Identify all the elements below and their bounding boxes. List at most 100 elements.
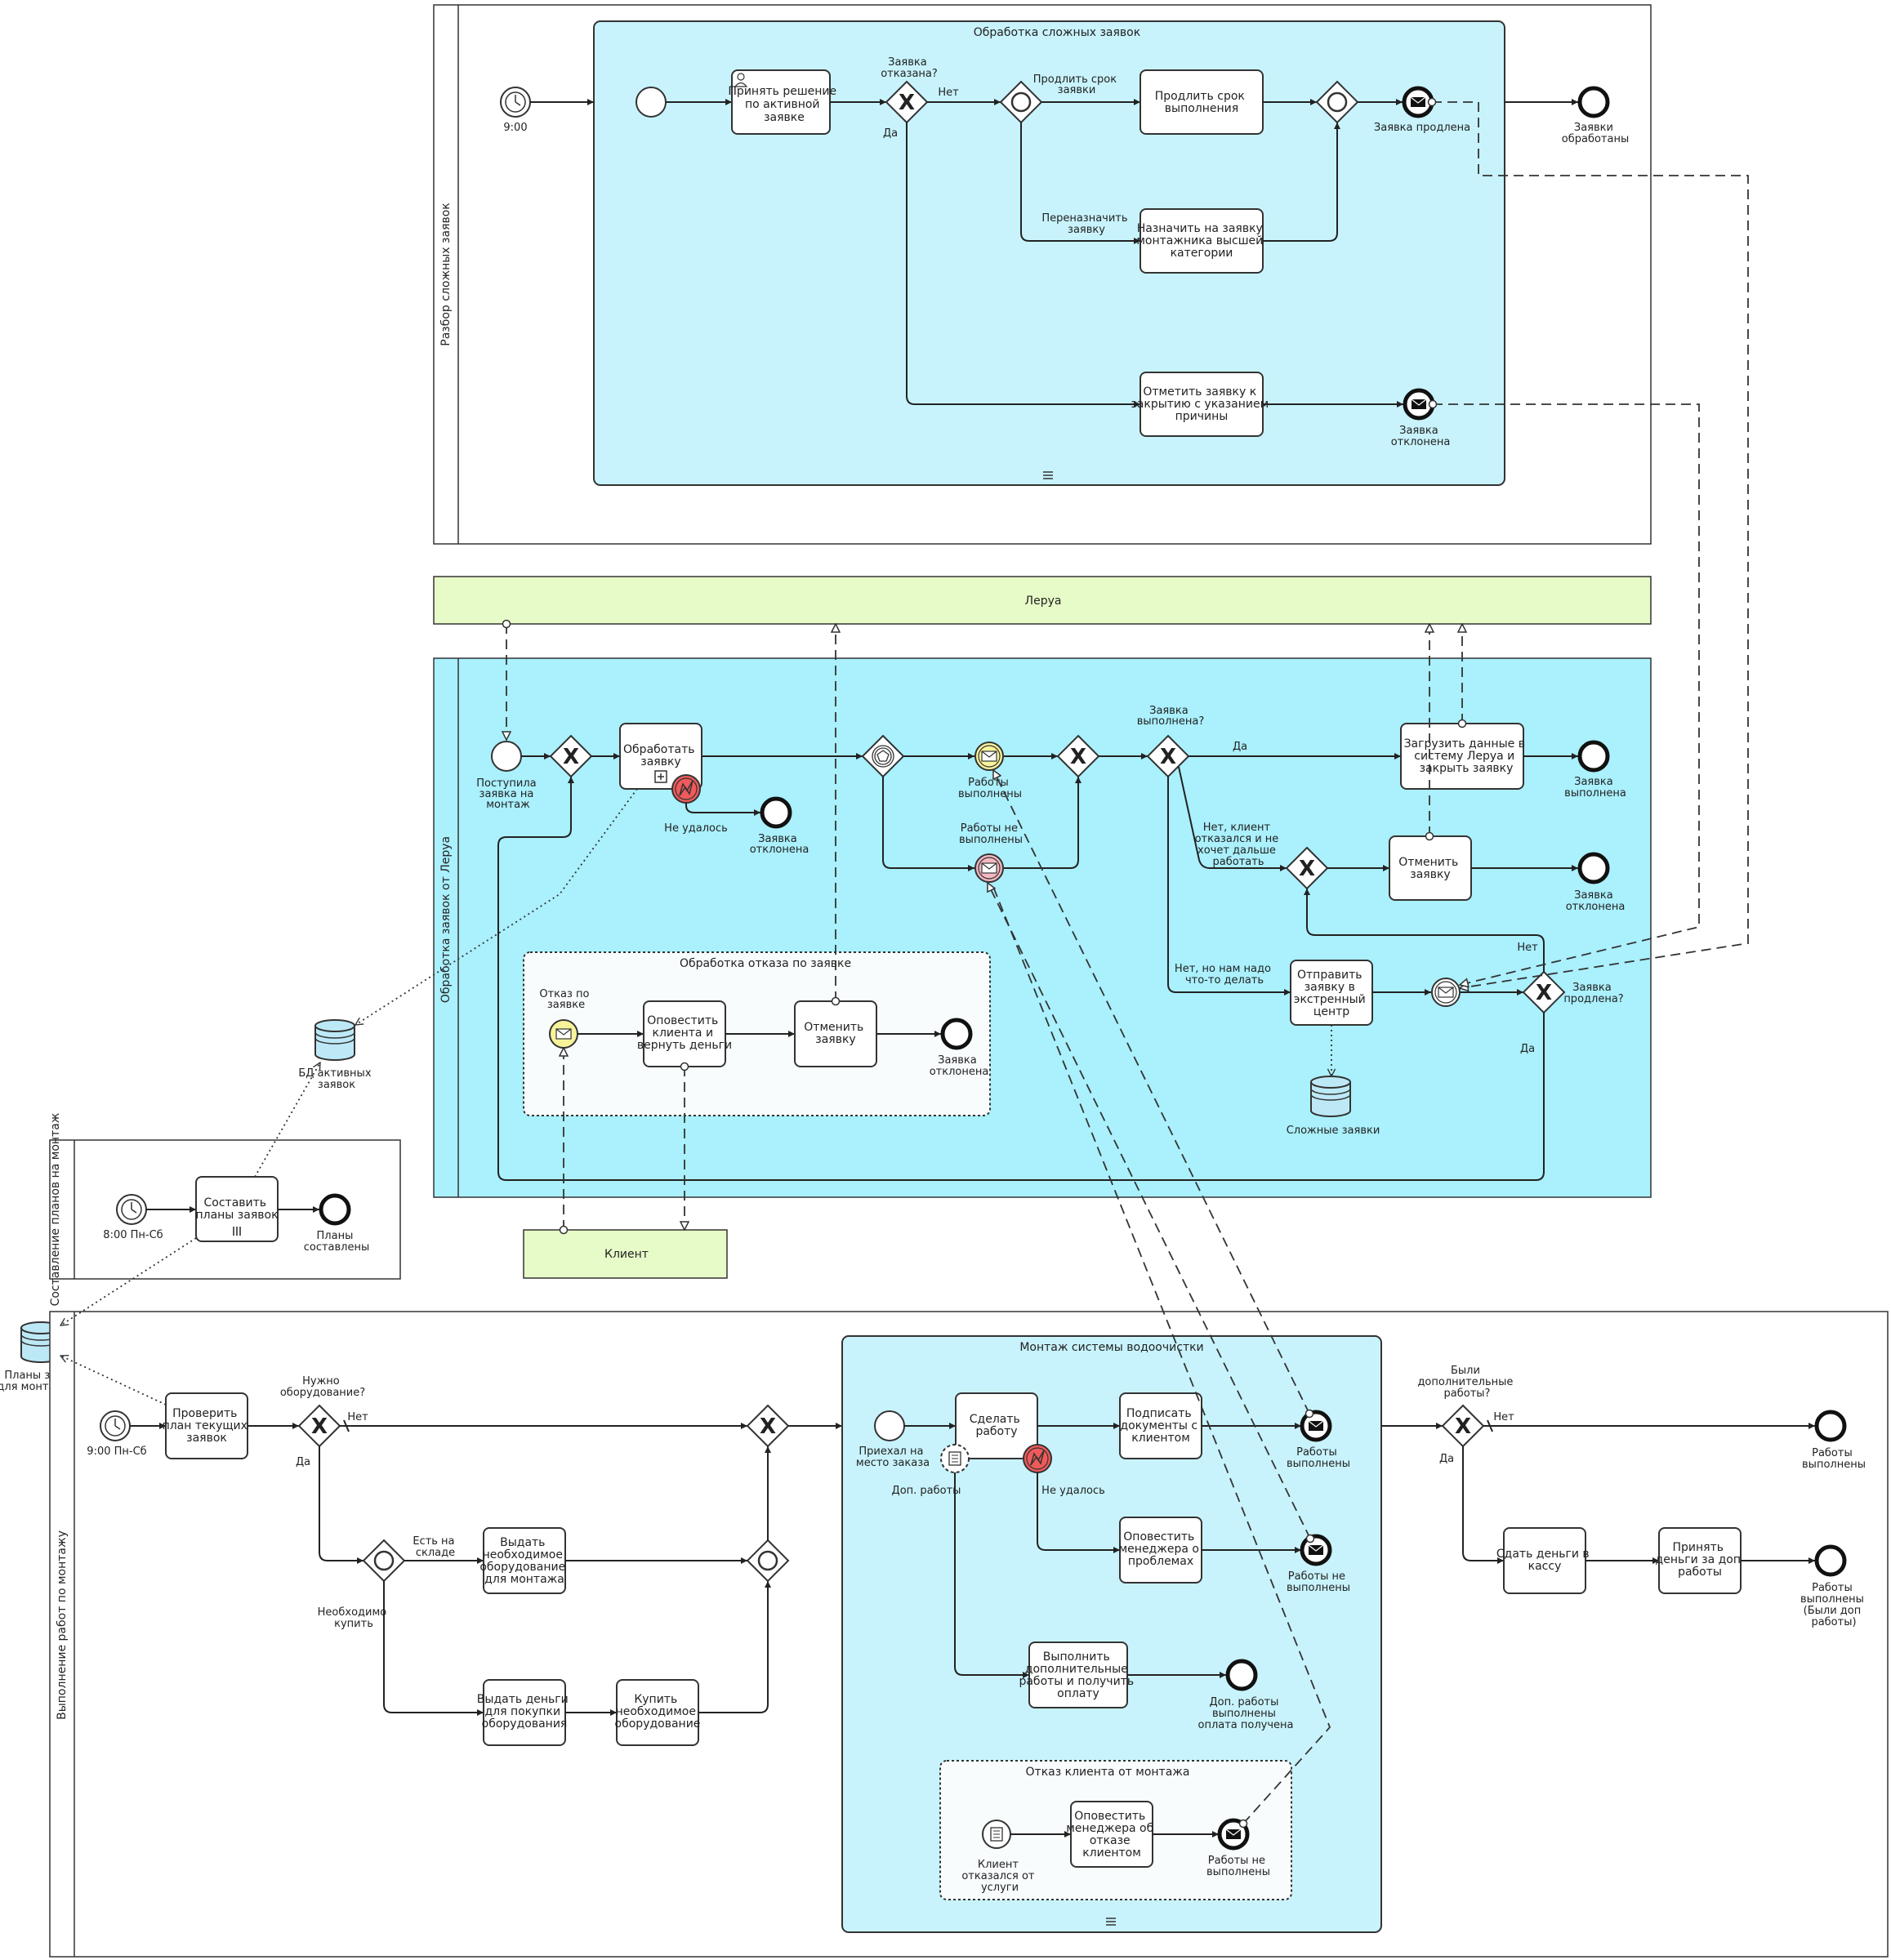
end-order-rejected2[interactable] [1577, 852, 1610, 884]
default-flow-marker [343, 1419, 350, 1432]
gateway-extended-label: Заявка продлена? [1563, 982, 1623, 1005]
envelope-icon [981, 751, 997, 762]
timer-start-event[interactable] [500, 87, 531, 118]
clock-icon [114, 1419, 121, 1430]
loop-marker-icon [1043, 471, 1053, 479]
subprocess-start-event[interactable] [636, 87, 667, 118]
pool-complex-label: Разбор сложных заявок [439, 203, 453, 346]
complex-subprocess[interactable]: Обработка сложных заявок [593, 20, 1505, 486]
task-sign-docs[interactable]: Подписать документы с клиентом [1119, 1392, 1202, 1459]
task-cancel-refusal-label: Отменить заявку [804, 1021, 867, 1046]
task-extra-work[interactable]: Выполнить дополнительные работы и получи… [1019, 1642, 1137, 1708]
task-buy-equipment-label: Купить необходимое оборудование [615, 1693, 701, 1731]
error-boundary-event[interactable] [671, 774, 701, 804]
end-works-not-done-msg[interactable] [1300, 1534, 1332, 1566]
db-active-orders[interactable] [314, 1019, 355, 1061]
task-issue-equipment-label: Выдать необходимое оборудование для монт… [479, 1536, 569, 1586]
task-hand-money[interactable]: Сдать деньги в кассу [1496, 1527, 1593, 1594]
end-plans-label: Планы составлены [304, 1230, 370, 1254]
flow [698, 1581, 771, 1713]
conditional-boundary-event[interactable] [940, 1444, 970, 1473]
envelope-icon [1411, 399, 1427, 409]
flow [954, 1472, 1029, 1678]
task-notify-manager[interactable]: Оповестить менеджера о проблемах [1119, 1517, 1203, 1584]
pool-client[interactable]: Клиент [523, 1229, 728, 1279]
task-emergency[interactable]: Отправить заявку в экстренный центр [1290, 960, 1373, 1026]
end-extended[interactable] [1402, 86, 1434, 118]
end-final-extra[interactable] [1814, 1544, 1847, 1577]
pool-plans-label: Составление планов на монтаж [49, 1112, 62, 1306]
end-plans[interactable] [319, 1193, 351, 1226]
task-cancel-order[interactable]: Отменить заявку [1389, 835, 1472, 901]
refusal-subprocess-title: Обработка отказа по заявке [680, 957, 851, 970]
lightning-icon [679, 780, 694, 796]
timer-install-label: 9:00 Пн-Сб [87, 1446, 146, 1458]
task-notify-refusal-label: Оповестить менеджера об отказе клиентом [1066, 1810, 1157, 1860]
task-upload-close[interactable]: Загрузить данные в систему Леруа и закры… [1400, 723, 1528, 790]
task-reassign-label: Назначить на заявку монтажника высшей ка… [1136, 222, 1266, 260]
pool-client-label: Клиент [604, 1248, 649, 1261]
user-icon [734, 73, 748, 87]
db-complex-orders-label: Сложные заявки [1287, 1125, 1380, 1137]
task-issue-money[interactable]: Выдать деньги для покупки оборудования [477, 1679, 572, 1746]
task-do-work[interactable]: Сделать работу [955, 1392, 1038, 1459]
end-rejected-complex[interactable] [1403, 388, 1435, 421]
task-cancel-refusal[interactable]: Отменить заявку [794, 1000, 877, 1067]
flow [383, 1581, 484, 1716]
end-rejected-orders[interactable] [760, 796, 792, 829]
gateway-rejected[interactable]: X [885, 80, 929, 124]
start-order-received[interactable] [491, 741, 522, 772]
end-rejected-complex-label: Заявка отклонена [1391, 425, 1451, 448]
task-accept-money[interactable]: Принять деньги за доп работы [1656, 1527, 1745, 1594]
end-refusal-msg[interactable] [1217, 1818, 1250, 1851]
end-processed[interactable] [1577, 86, 1610, 118]
task-extend[interactable]: Продлить срок выполнения [1140, 69, 1264, 135]
start-arrived[interactable] [874, 1410, 905, 1441]
gateway-need-equipment[interactable]: X [297, 1404, 341, 1448]
failed-install-label: Не удалось [1041, 1485, 1105, 1497]
task-notify-refusal[interactable]: Оповестить менеджера об отказе клиентом [1066, 1801, 1157, 1868]
task-make-plans[interactable]: Составить планы заявок [195, 1176, 279, 1242]
xor-icon: X [1160, 745, 1176, 769]
end-order-done[interactable] [1577, 740, 1610, 773]
xor-icon: X [1455, 1414, 1471, 1439]
db-complex-orders[interactable] [1310, 1076, 1351, 1117]
xor-icon: X [563, 745, 579, 769]
xor-icon: X [760, 1414, 776, 1439]
task-check-plan-label: Проверить план текущих заявок [163, 1407, 252, 1445]
task-mark-close[interactable]: Отметить заявку к закрытию с указанием п… [1131, 372, 1272, 437]
pool-lerua[interactable]: Леруа [433, 576, 1652, 625]
timer-start-install[interactable] [100, 1410, 131, 1441]
end-refusal-msg-label: Работы не выполнены [1206, 1855, 1270, 1878]
timer-label: 9:00 [503, 122, 527, 134]
flow [1462, 1446, 1504, 1564]
msg-catch-works-done[interactable] [974, 742, 1004, 771]
task-reassign[interactable]: Назначить на заявку монтажника высшей ка… [1136, 208, 1266, 274]
flow-no-label: Нет [347, 1411, 368, 1423]
error-boundary-install[interactable] [1023, 1444, 1052, 1473]
gateway-join-equipment[interactable]: X [746, 1404, 790, 1448]
flow [497, 777, 1545, 1181]
msg-catch-works-not-done[interactable] [974, 853, 1004, 883]
end-works-done-msg[interactable] [1300, 1410, 1332, 1442]
conditional-start-refusal[interactable] [982, 1820, 1011, 1849]
pool-lerua-label: Леруа [1025, 595, 1062, 608]
end-extra-done[interactable] [1225, 1659, 1258, 1691]
gateway-extra-work[interactable]: X [1441, 1404, 1485, 1448]
msg-catch-extended[interactable] [1431, 978, 1461, 1007]
task-process-order[interactable]: Обработать заявку [619, 723, 702, 790]
flow-no-but-label: Нет, но нам надо что-то делать [1175, 963, 1274, 987]
task-decide[interactable]: Принять решение по активной заявке [728, 69, 840, 135]
flow [1020, 122, 1140, 244]
task-notify-refund[interactable]: Оповестить клиента и вернуть деньги [637, 1000, 732, 1067]
task-buy-equipment[interactable]: Купить необходимое оборудование [615, 1679, 701, 1746]
end-final-done[interactable] [1814, 1410, 1847, 1442]
end-refusal-rejected[interactable] [940, 1018, 973, 1050]
task-issue-equipment[interactable]: Выдать необходимое оборудование для монт… [479, 1527, 569, 1594]
msg-start-refusal[interactable] [549, 1019, 578, 1049]
timer-start-plans[interactable] [116, 1194, 147, 1225]
task-check-plan[interactable]: Проверить план текущих заявок [163, 1392, 252, 1459]
gateway-inclusive-join[interactable] [1315, 80, 1359, 124]
flow-extend-label: Продлить срок заявки [1033, 74, 1120, 96]
gateway-inclusive-join-install[interactable] [746, 1539, 790, 1583]
